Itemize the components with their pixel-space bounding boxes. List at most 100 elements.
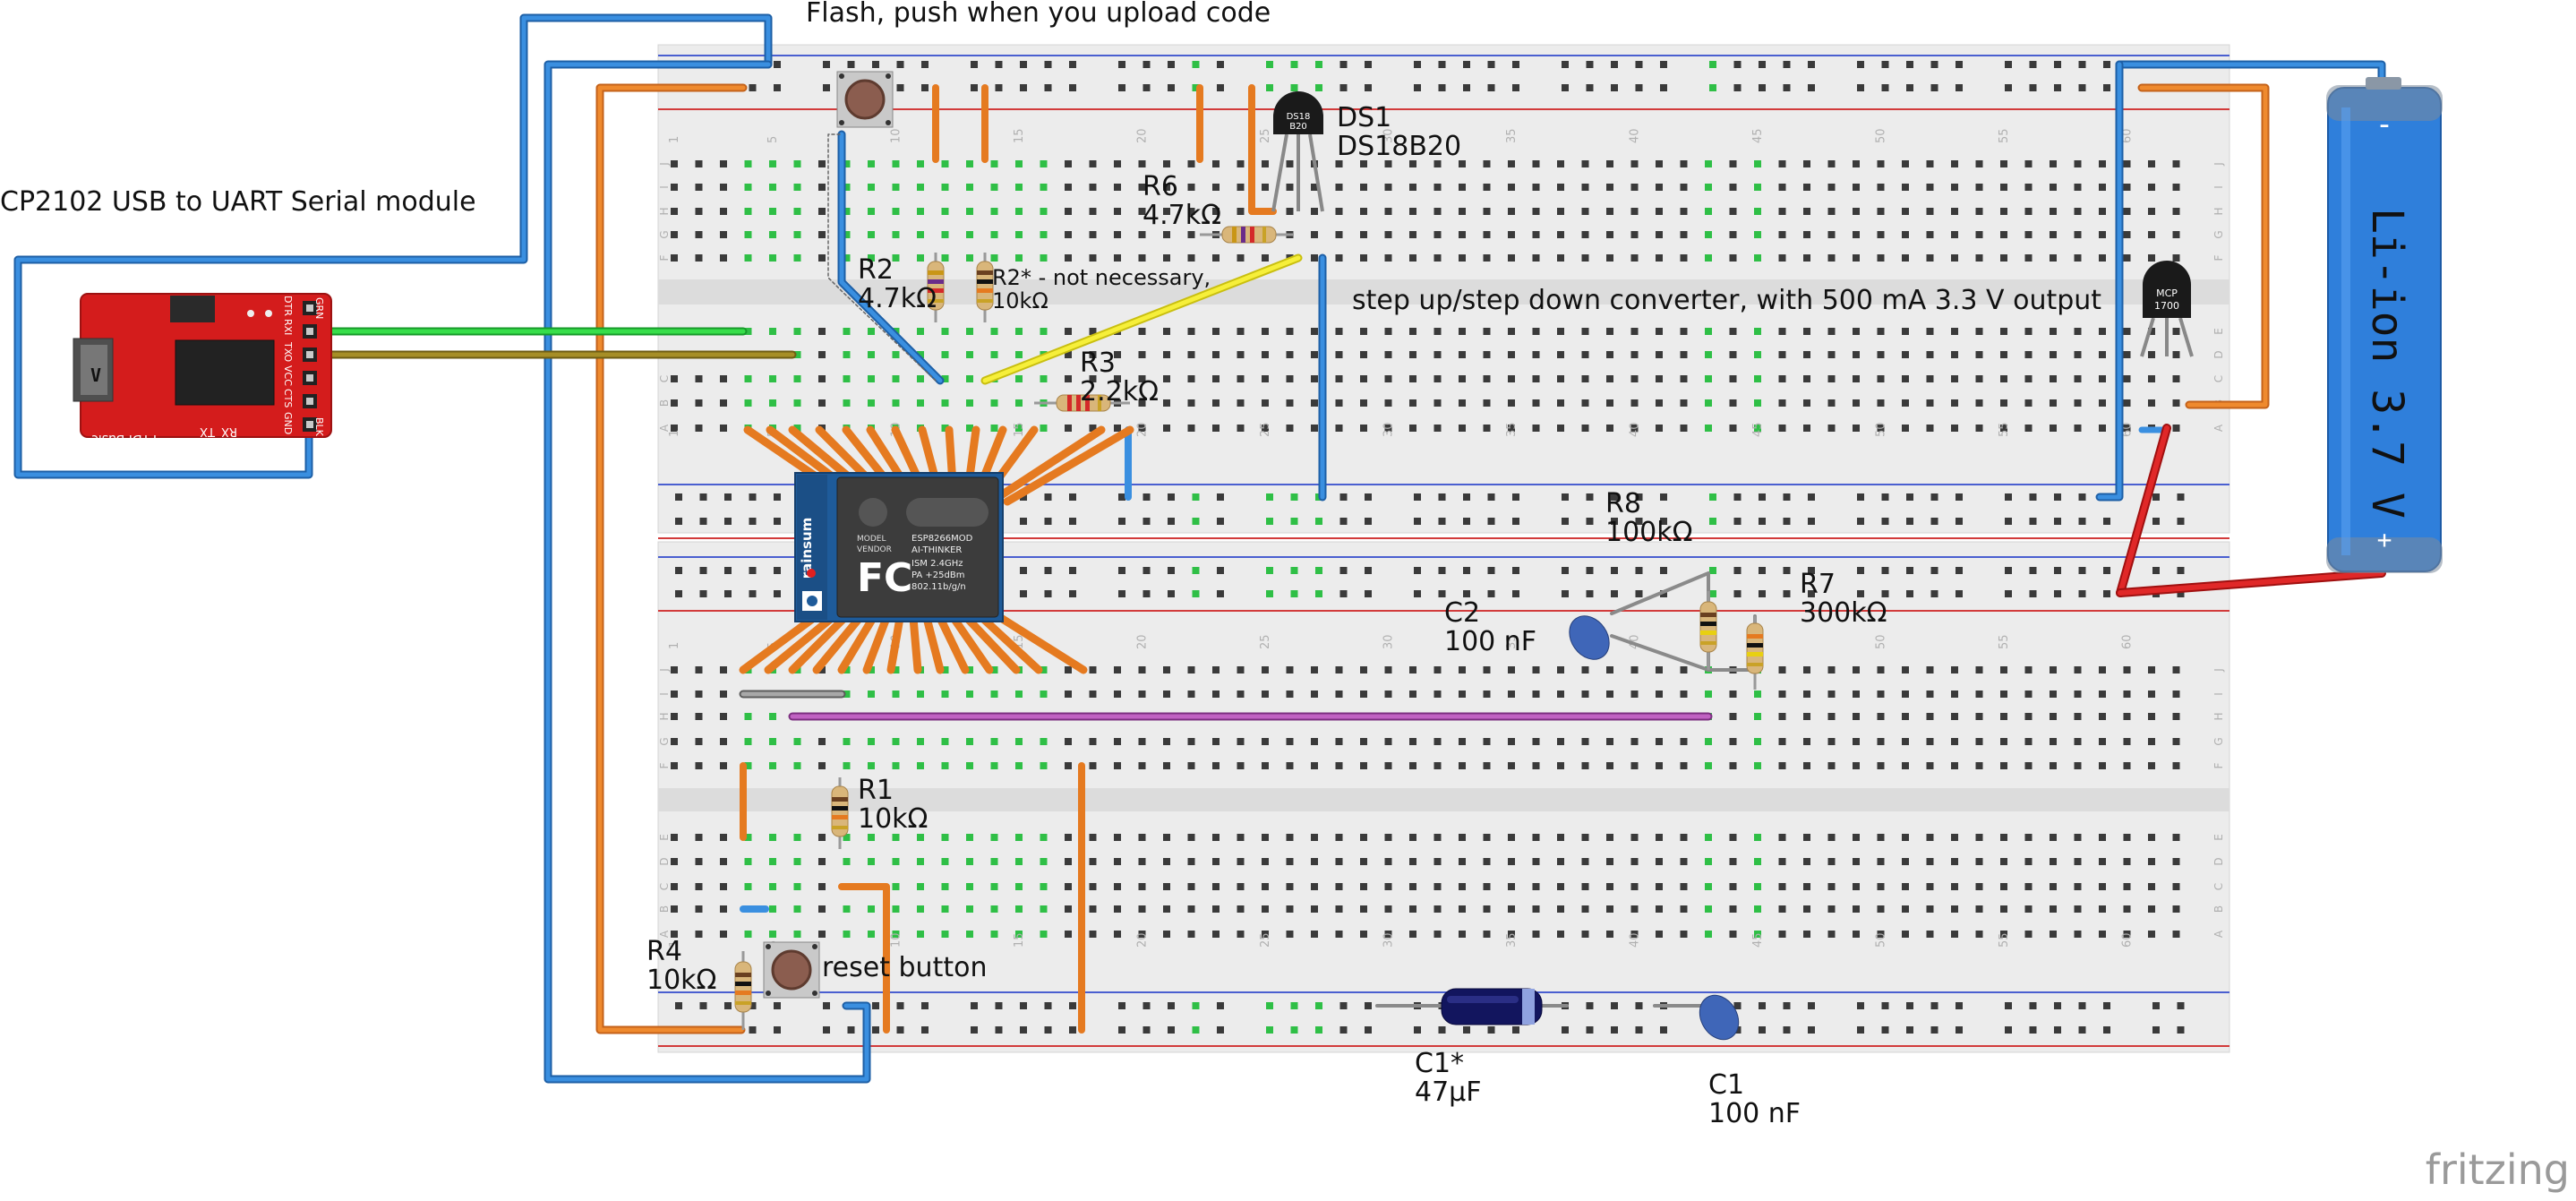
r7-ref: R7 [1800,569,1836,600]
resistor-r6 [1200,226,1294,244]
row-letter: I [2212,692,2225,696]
r2-star-value: 10kΩ [992,288,1048,313]
esp-line-5: 802.11b/g/n [911,582,966,592]
column-number: 45 [1751,932,1765,948]
r1-value: 10kΩ [858,803,928,835]
column-number: 1 [668,642,681,649]
battery-plus: + [2377,525,2392,554]
r1-ref: R1 [858,775,894,806]
column-number: 35 [1505,422,1519,437]
resistor-r4 [734,951,752,1030]
column-number: 25 [1259,128,1272,143]
column-number: 50 [1875,634,1888,649]
row-letter: I [658,692,671,696]
reset-button[interactable] [763,941,820,999]
flash-title: Flash, push when you upload code [806,0,1271,29]
column-number: 45 [1751,128,1765,143]
row-letter: H [658,207,671,215]
column-number: 25 [1259,422,1272,437]
row-letter: G [658,737,671,745]
capacitor-c2 [1569,615,1610,660]
li-ion-battery: - + Li-ion 3.7 V [2326,77,2443,573]
battery-label: Li-ion 3.7 V [2362,208,2412,519]
c1-value: 100 nF [1708,1098,1801,1129]
row-letter: F [2212,254,2225,261]
wire-blue-flash-inner [15,15,771,477]
column-number: 30 [1382,128,1396,143]
mcp1700-regulator: MCP 1700 [2140,261,2194,357]
capacitor-c1 [1699,994,1740,1041]
column-number: 1 [668,940,681,948]
row-letter: E [2212,328,2225,335]
column-number: 55 [1998,634,2011,649]
column-number: 50 [1875,128,1888,143]
row-letter: A [658,930,671,938]
ds1-value: DS18B20 [1337,131,1461,162]
mcp-marking-1: MCP [2156,287,2178,299]
row-letter: B [658,399,671,407]
ftdi-pin-label: GND [282,412,294,434]
column-number: 60 [2121,422,2135,437]
labels: Flash, push when you upload code CP2102 … [0,0,2101,1129]
column-number: 40 [1629,422,1642,437]
row-letter: D [658,857,671,865]
c1-ref: C1 [1708,1069,1744,1101]
r6-ref: R6 [1143,171,1178,202]
resistors [734,226,1764,1030]
column-number: 30 [1382,634,1396,649]
row-letter: C [658,883,671,890]
column-number: 15 [1013,422,1026,437]
column-number: 55 [1998,932,2011,948]
column-number: 60 [2121,128,2135,143]
esp-vendor: VENDOR [857,545,892,554]
esp-line-1: ESP8266MOD [911,534,973,544]
row-letter: I [658,185,671,189]
row-letter: A [2212,424,2225,432]
esp-fc-logo: FC [857,555,912,601]
ds1-ref: DS1 [1337,102,1391,133]
ftdi-grn: GRN [313,297,325,319]
row-letter: H [2212,207,2225,215]
esp-line-4: PA +25dBm [911,570,964,580]
row-letter: B [658,905,671,913]
resistor-r2-star [976,253,994,322]
row-letter: E [2212,834,2225,841]
column-number: 20 [1136,932,1150,948]
breadboard-top [657,44,2230,539]
c1-star-ref: C1* [1415,1048,1464,1079]
c2-value: 100 nF [1444,626,1536,657]
column-number: 60 [2121,634,2135,649]
mcp-marking-2: 1700 [2154,300,2179,312]
column-number: 25 [1259,932,1272,948]
ftdi-tx-label: TX [200,425,216,438]
row-letter: J [2212,668,2225,673]
row-letter: C [2212,375,2225,382]
resistor-r8 [1699,591,1717,670]
flash-button[interactable] [836,71,894,128]
column-number: 15 [1013,128,1026,143]
row-letter: B [2212,905,2225,913]
column-number: 5 [766,136,780,143]
r2-value: 4.7kΩ [858,283,937,314]
column-number: 20 [1136,128,1150,143]
esp-brand: rainsum [799,518,815,579]
r8-ref: R8 [1605,488,1641,519]
row-letter: C [658,375,671,382]
resistor-r2 [927,253,945,322]
ftdi-pin-label: TXO [282,341,294,363]
column-number: 20 [1136,634,1150,649]
svg-text:V: V [90,365,101,386]
row-letter: G [2212,737,2225,745]
row-letter: C [2212,883,2225,890]
ftdi-pin-label: CTS [282,389,294,407]
column-number: 15 [1013,932,1026,948]
ftdi-blk: BLK [313,417,325,437]
esp-model: MODEL [857,535,886,544]
r4-ref: R4 [646,936,682,967]
capacitor-c1-electrolytic [1441,988,1543,1025]
column-number: 55 [1998,422,2011,437]
ftdi-rx-label: RX [221,425,237,438]
